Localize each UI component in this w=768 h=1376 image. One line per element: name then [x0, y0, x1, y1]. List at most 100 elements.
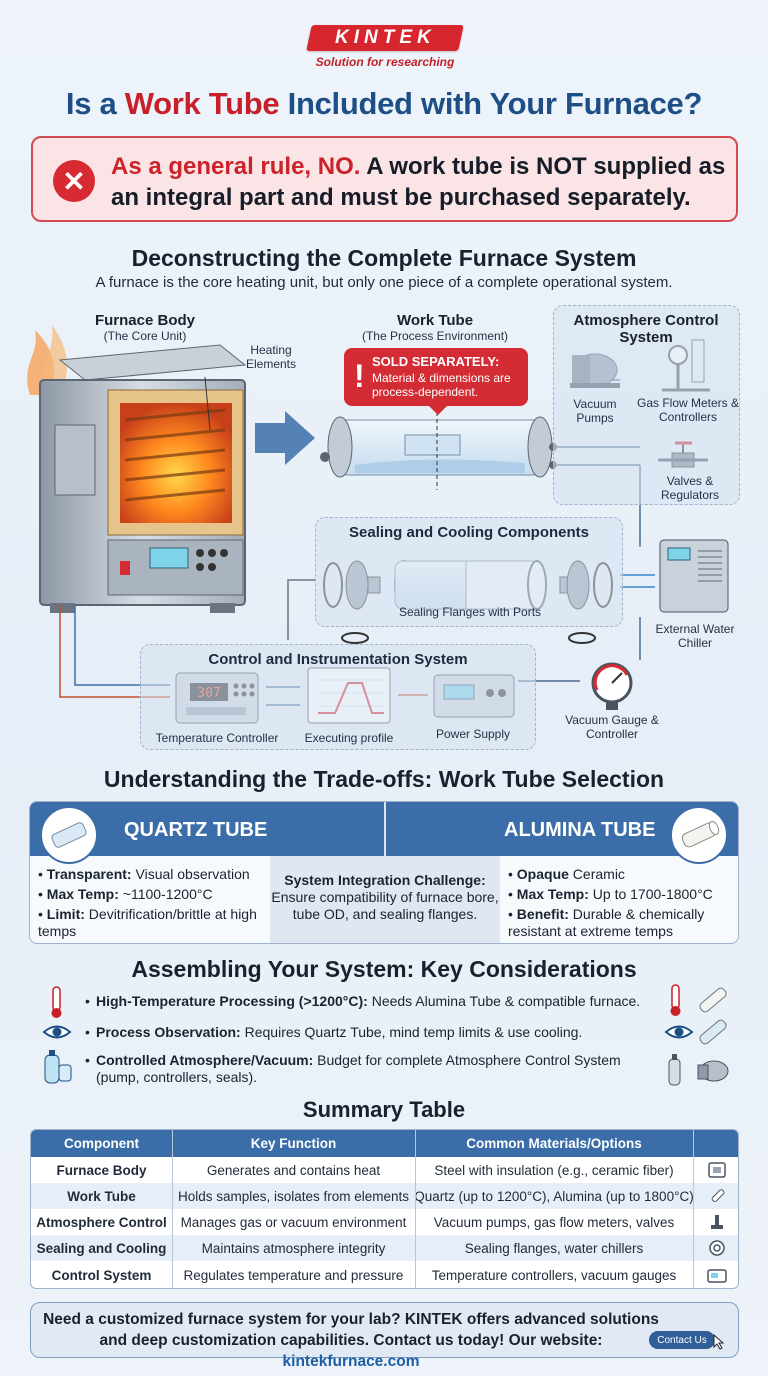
alumina-bullet-2: • Max Temp: Up to 1700-1800°C — [508, 886, 713, 902]
monitor-icon — [693, 1157, 738, 1183]
work-tube-name: Work Tube — [396, 312, 474, 329]
table-cell: Sealing and Cooling — [36, 1240, 167, 1256]
alumina-b1-val: Ceramic — [568, 866, 625, 882]
header-divider — [384, 802, 386, 856]
tagline: Solution for researching — [315, 55, 455, 69]
gas-cylinder-icon — [44, 1050, 72, 1084]
consideration-1-key: High-Temperature Processing (>1200°C): — [96, 993, 368, 1009]
table-divider — [415, 1130, 416, 1288]
cta-text-body: Need a customized furnace system for you… — [43, 1311, 659, 1349]
summary-title: Summary Table — [302, 1097, 466, 1122]
consideration-3-text: Budget for complete Atmosphere Control S… — [96, 1052, 621, 1085]
consideration-2-key: Process Observation: — [96, 1024, 241, 1040]
atmosphere-control-box — [553, 305, 740, 505]
alumina-tube-icon — [670, 806, 728, 864]
table-row: Furnace Body Generates and contains heat… — [31, 1157, 738, 1183]
cta-text: Need a customized furnace system for you… — [41, 1309, 661, 1372]
arrow-icon — [255, 411, 315, 465]
chiller-label: External Water Chiller — [655, 622, 735, 650]
table-row: Sealing and Cooling Maintains atmosphere… — [31, 1235, 738, 1261]
table-cell: Maintains atmosphere integrity — [201, 1240, 386, 1256]
table-cell: Generates and contains heat — [206, 1162, 381, 1178]
logo-text: KINTEK — [334, 27, 436, 48]
table-row: Atmosphere Control Manages gas or vacuum… — [31, 1209, 738, 1235]
sold-title: SOLD SEPARATELY: — [372, 354, 500, 369]
furnace-body-label: Furnace Body (The Core Unit) — [80, 312, 210, 343]
quartz-tube-icon — [40, 806, 98, 864]
page-title: Is a Work Tube Included with Your Furnac… — [0, 86, 768, 122]
alumina-title: ALUMINA TUBE — [504, 819, 656, 841]
challenge-title: System Integration Challenge: — [284, 872, 486, 888]
thermometer-icon — [51, 986, 62, 1018]
alert-rest: A work tube is NOT supplied as an integr… — [111, 153, 726, 211]
website-link[interactable]: kintekfurnace.com — [282, 1353, 420, 1370]
consideration-3-key: Controlled Atmosphere/Vacuum: — [96, 1052, 314, 1068]
summary-table: Component Key Function Common Materials/… — [30, 1129, 739, 1289]
table-divider — [693, 1130, 694, 1288]
valves-label: Valves & Regulators — [660, 474, 720, 502]
table-divider — [172, 1130, 173, 1288]
answer-alert: ✕ As a general rule, NO. A work tube is … — [31, 136, 738, 222]
tradeoffs-header: QUARTZ TUBE ALUMINA TUBE — [30, 802, 738, 856]
furnace-body-drawing — [39, 344, 247, 613]
table-cell: Quartz (up to 1200°C), Alumina (up to 18… — [414, 1188, 694, 1204]
alert-lead: As a general rule, NO. — [111, 153, 361, 180]
thermometer-icon — [670, 984, 681, 1016]
challenge-text: Ensure compatibility of furnace bore, tu… — [271, 889, 499, 922]
table-cell: Work Tube — [67, 1188, 136, 1204]
quartz-bullet-1: • Transparent: Visual observation — [38, 866, 250, 882]
quartz-b1-val: Visual observation — [131, 866, 250, 882]
contact-us-button[interactable]: Contact Us — [649, 1331, 715, 1349]
control-title: Control and Instrumentation System — [208, 651, 468, 668]
work-tube-label: Work Tube (The Process Environment) — [340, 312, 530, 343]
title-part1: Is a — [65, 86, 125, 121]
table-header-cell: Common Materials/Options — [466, 1136, 642, 1151]
consideration-1: •High-Temperature Processing (>1200°C): … — [85, 993, 641, 1009]
table-cell: Temperature controllers, vacuum gauges — [431, 1268, 677, 1283]
sealing-title: Sealing and Cooling Components — [349, 524, 589, 541]
temp-controller-label: Temperature Controller — [155, 731, 279, 745]
alumina-b1-key: Opaque — [516, 866, 569, 882]
quartz-title: QUARTZ TUBE — [124, 819, 268, 841]
alumina-b2-key: Max Temp: — [516, 886, 589, 902]
quartz-b3-key: Limit: — [46, 906, 85, 922]
table-cell: Atmosphere Control — [36, 1214, 167, 1230]
vacuum-gauge-drawing — [591, 662, 633, 710]
warning-icon: ! — [354, 358, 365, 394]
consideration-1-text: Needs Alumina Tube & compatible furnace. — [367, 993, 641, 1009]
furnace-body-sub: (The Core Unit) — [103, 329, 187, 343]
alert-text: As a general rule, NO. A work tube is NO… — [111, 151, 726, 213]
atmosphere-title: Atmosphere Control System — [573, 312, 719, 346]
consideration-icons-right — [664, 984, 729, 1086]
pump-icon — [697, 1060, 729, 1082]
alumina-b3-val: Durable & chemically resistant at extrem… — [508, 906, 705, 939]
control-box — [140, 644, 536, 750]
tube-icon — [693, 1183, 738, 1209]
gas-cylinder-icon — [668, 1054, 681, 1086]
table-cell: Regulates temperature and pressure — [183, 1268, 404, 1283]
sealing-box — [315, 517, 623, 627]
work-tube-drawing — [320, 405, 557, 490]
cta-banner: Need a customized furnace system for you… — [30, 1302, 739, 1370]
water-chiller-drawing — [659, 539, 729, 613]
tube-icon — [699, 1019, 727, 1045]
power-supply-label: Power Supply — [435, 727, 511, 741]
gas-flow-label: Gas Flow Meters & Controllers — [636, 396, 740, 424]
tube-icon — [699, 987, 727, 1013]
tradeoffs-title: Understanding the Trade-offs: Work Tube … — [103, 766, 665, 792]
quartz-b2-key: Max Temp: — [46, 886, 119, 902]
table-cell: Holds samples, isolates from elements — [177, 1188, 410, 1204]
eye-icon — [664, 1025, 694, 1039]
table-cell: Furnace Body — [56, 1162, 147, 1178]
table-row: Control System Regulates temperature and… — [31, 1261, 738, 1288]
vacuum-gauge-label: Vacuum Gauge & Controller — [565, 713, 659, 741]
table-cell: Steel with insulation (e.g., ceramic fib… — [434, 1162, 674, 1178]
kintek-logo: KINTEK — [306, 25, 464, 51]
table-row: Work Tube Holds samples, isolates from e… — [31, 1183, 738, 1209]
quartz-b1-key: Transparent: — [46, 866, 132, 882]
alumina-b3-key: Benefit: — [516, 906, 569, 922]
integration-challenge — [270, 856, 500, 943]
valve-icon — [693, 1209, 738, 1235]
quartz-b3-val: Devitrification/brittle at high temps — [38, 906, 257, 939]
tradeoffs-panel: QUARTZ TUBE ALUMINA TUBE • Transparent: … — [29, 801, 739, 944]
